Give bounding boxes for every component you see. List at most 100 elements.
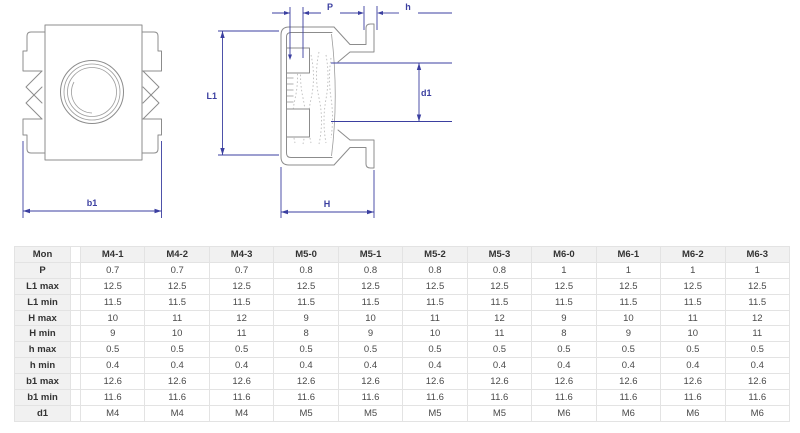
value-cell: 12.5 (724, 277, 791, 295)
gap-column (70, 373, 81, 391)
value-cell: M6 (660, 404, 726, 422)
col-header: M6-3 (724, 246, 791, 263)
value-cell: 0.4 (402, 357, 468, 375)
col-header: M4-2 (144, 246, 210, 263)
thread-ticks (287, 77, 294, 103)
value-cell: 10 (144, 325, 210, 343)
value-cell: 11.5 (208, 293, 275, 311)
col-header: M5-3 (466, 246, 533, 263)
value-cell: 10 (660, 325, 726, 343)
value-cell: 1 (724, 261, 791, 279)
value-cell: 11 (724, 325, 791, 343)
value-cell: M4 (79, 404, 146, 422)
value-cell: 0.4 (660, 357, 726, 375)
value-cell: 12.5 (531, 277, 597, 295)
gap-column (70, 246, 81, 263)
value-cell: 0.5 (595, 341, 662, 359)
cage-outline (280, 26, 335, 166)
value-cell: 12.5 (144, 277, 210, 295)
value-cell: 12.6 (79, 373, 146, 391)
nut-step-bottom (286, 108, 310, 138)
row-label: L1 max (14, 277, 71, 295)
value-cell: 12.5 (79, 277, 146, 295)
value-cell: 9 (273, 309, 339, 327)
row-label: P (14, 261, 71, 279)
plate-outline (44, 24, 143, 161)
gap-column (70, 325, 81, 343)
value-cell: 11 (466, 325, 533, 343)
value-cell: 11.5 (402, 293, 468, 311)
value-cell: 11.5 (144, 293, 210, 311)
col-header: M5-0 (273, 246, 339, 263)
value-cell: 12 (724, 309, 791, 327)
value-cell: 11.6 (466, 389, 533, 406)
value-cell: 12 (466, 309, 533, 327)
value-cell: M4 (144, 404, 210, 422)
value-cell: 11.5 (724, 293, 791, 311)
value-cell: 0.5 (466, 341, 533, 359)
value-cell: 11.5 (79, 293, 146, 311)
top-hook-arm (333, 23, 375, 63)
value-cell: 11 (208, 325, 275, 343)
row-label: b1 max (14, 373, 71, 391)
value-cell: 0.4 (208, 357, 275, 375)
dimension-label-h: h (405, 2, 411, 12)
value-cell: 0.4 (724, 357, 791, 375)
gap-column (70, 389, 81, 406)
row-label: d1 (14, 404, 71, 422)
value-cell: 0.4 (273, 357, 339, 375)
value-cell: 11.5 (273, 293, 339, 311)
bottom-hook-arm (333, 129, 375, 169)
value-cell: 11.6 (595, 389, 662, 406)
technical-drawing: b1 (22, 1, 452, 218)
value-cell: 12.5 (660, 277, 726, 295)
col-header: M4-3 (208, 246, 275, 263)
value-cell: M5 (466, 404, 533, 422)
value-cell: 11 (402, 309, 468, 327)
value-cell: 0.4 (595, 357, 662, 375)
col-header-mon: Mon (14, 246, 71, 263)
value-cell: 11.5 (466, 293, 533, 311)
gap-column (70, 309, 81, 327)
value-cell: M5 (402, 404, 468, 422)
dimension-P: P (272, 1, 364, 60)
dimension-L1: L1 (205, 30, 279, 156)
gap-column (70, 341, 81, 359)
value-cell: 12 (208, 309, 275, 327)
value-cell: 0.4 (337, 357, 404, 375)
nut-face (331, 33, 336, 157)
value-cell: 10 (402, 325, 468, 343)
value-cell: 8 (273, 325, 339, 343)
cage-nut-drawing: b1 (22, 1, 452, 218)
value-cell: 1 (595, 261, 662, 279)
row-label: h min (14, 357, 71, 375)
value-cell: 11.6 (402, 389, 468, 406)
value-cell: 12.5 (402, 277, 468, 295)
nut-step-top (286, 47, 310, 74)
value-cell: 0.4 (79, 357, 146, 375)
value-cell: M5 (337, 404, 404, 422)
value-cell: 10 (79, 309, 146, 327)
row-label: L1 min (14, 293, 71, 311)
dimension-label-L1: L1 (206, 91, 217, 101)
value-cell: 11.5 (595, 293, 662, 311)
value-cell: 12.6 (724, 373, 791, 391)
value-cell: M4 (208, 404, 275, 422)
value-cell: M6 (595, 404, 662, 422)
value-cell: 11.5 (660, 293, 726, 311)
col-header: M5-2 (402, 246, 468, 263)
value-cell: 0.5 (402, 341, 468, 359)
dimension-H: H (280, 167, 375, 218)
side-view: P h L1 d1 (205, 1, 452, 218)
gap-column (70, 357, 81, 375)
